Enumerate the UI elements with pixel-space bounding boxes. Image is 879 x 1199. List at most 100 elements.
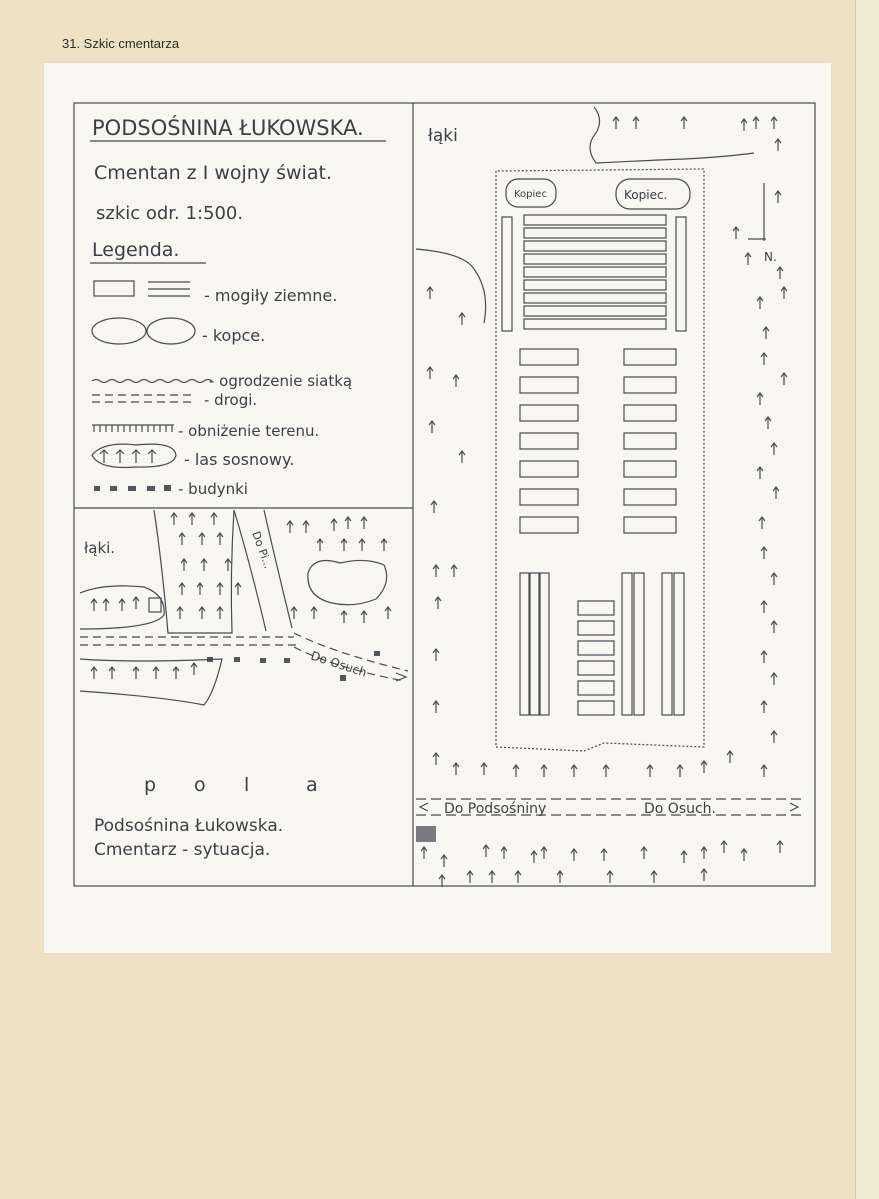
grave [623,348,677,366]
situation-meadow-label: łąki. [84,539,115,557]
long-grave [539,572,550,716]
road-label-north: Do Pi... [249,530,274,571]
tree-mark [600,848,608,861]
tree-mark [540,846,548,859]
tree-mark [152,666,160,679]
long-grave [529,572,540,716]
tree-mark [360,610,368,623]
building-by-road [416,826,436,842]
tree-mark [344,516,352,529]
cemetery-meadow-label: łąki [428,126,458,146]
tree-mark [360,516,368,529]
legend-fence-label: - ogrodzenie siatką [209,372,352,390]
tree-mark [180,558,188,571]
tree-mark [190,662,198,675]
tree-mark [770,572,778,585]
grave [519,404,579,422]
tree-mark [216,606,224,619]
legend-line-cemetery: Cmentan z I wojny świat. [94,162,332,184]
road-label-east: Do Osuch [309,649,368,680]
grave [519,460,579,478]
tree-mark [780,286,788,299]
tree-mark [450,564,458,577]
grave [623,432,677,450]
fields-letter-a: a [306,774,318,796]
mass-grave [523,253,667,265]
tree-mark [234,582,242,595]
tree-mark [430,500,438,513]
long-grave [633,572,645,716]
tree-mark [606,870,614,883]
tree-mark [452,762,460,775]
tree-mark [438,874,446,887]
grave [623,460,677,478]
tree-mark [482,844,490,857]
tree-mark [178,532,186,545]
tree-mark [700,846,708,859]
tree-mark [612,116,620,129]
legend-heading: Legenda. [92,239,179,261]
grave [519,348,579,366]
chapel-symbol [148,597,162,613]
tree-mark [770,730,778,743]
sketch-sheet: PODSOŚNINA ŁUKOWSKA. Cmentan z I wojny ś… [44,63,831,953]
tree-mark [756,296,764,309]
tree-mark [426,366,434,379]
legend-forest-label: - las sosnowy. [184,450,294,469]
tree-mark [770,442,778,455]
tree-mark [760,764,768,777]
mass-grave [523,266,667,278]
fields-letter-p: p [144,774,156,796]
grave [577,620,615,636]
tree-mark [646,764,654,777]
legend-panel: PODSOŚNINA ŁUKOWSKA. Cmentan z I wojny ś… [90,115,386,498]
tree-mark [762,326,770,339]
tree-mark [758,516,766,529]
tree-mark [760,600,768,613]
fields-letter-o: o [194,774,206,796]
tree-mark [760,546,768,559]
tree-mark [776,266,784,279]
tree-mark [224,558,232,571]
tree-mark [770,620,778,633]
tree-mark [740,118,748,131]
long-grave [673,572,685,716]
tree-mark [176,606,184,619]
tree-mark [700,868,708,881]
legend-mounds-label: - kopce. [202,326,265,345]
mound-small-label: Kopiec [514,189,547,200]
tree-mark [514,870,522,883]
long-grave [621,572,633,716]
grave [519,488,579,506]
outer-frame [73,102,816,887]
grave [577,640,615,656]
tree-mark [756,392,764,405]
tree-mark [556,870,564,883]
situation-tree-marks [90,512,392,679]
side-grave-right [675,216,687,332]
depression-symbol [93,425,173,432]
mass-grave [523,214,667,226]
mass-grave [523,292,667,304]
tree-mark [432,564,440,577]
tree-mark [286,520,294,533]
grave [623,516,677,534]
mass-grave [523,279,667,291]
long-grave [661,572,673,716]
tree-mark [650,870,658,883]
tree-mark [426,286,434,299]
tree-mark [452,374,460,387]
grave [623,376,677,394]
tree-mark [330,518,338,531]
tree-mark [216,582,224,595]
road-label-podsosnina: Do Podsośniny [444,801,546,817]
tree-mark [760,650,768,663]
tree-mark [774,138,782,151]
tree-mark [640,846,648,859]
mass-grave [523,305,667,317]
grave [519,432,579,450]
sketch-drawing: PODSOŚNINA ŁUKOWSKA. Cmentan z I wojny ś… [73,102,816,887]
tree-mark [760,352,768,365]
legend-line-scale: szkic odr. 1:500. [96,203,243,224]
grave [577,600,615,616]
